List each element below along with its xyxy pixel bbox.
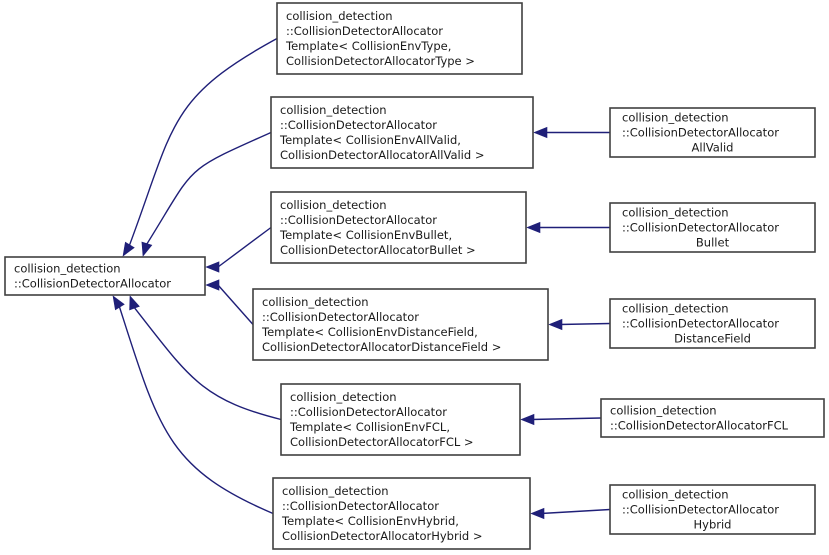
node-box-allocator-distancefield[interactable] [609,298,816,349]
edge-line [118,306,274,515]
node-label-line: ::CollisionDetectorAllocator [280,213,437,227]
node-label-line: collision_detection [262,295,369,309]
node-label-line: Template< CollisionEnvType, [285,39,451,53]
node-base[interactable]: collision_detection::CollisionDetectorAl… [4,256,206,296]
nodes-layer: collision_detection::CollisionDetectorAl… [4,2,825,550]
edge-tmpl-distancefield-to-base [205,279,254,325]
edge-line [133,306,282,421]
node-label-line: collision_detection [280,103,387,117]
node-label-line: collision_detection [622,488,729,502]
node-allocator-bullet[interactable]: collision_detection::CollisionDetectorAl… [609,202,816,253]
edge-line [530,417,602,421]
node-label-line: Bullet [696,236,730,250]
node-label-line: ::CollisionDetectorAllocator [282,499,439,513]
edge-line [558,322,611,326]
edge-arrowhead [122,241,135,257]
node-box-tmpl-distancefield[interactable] [252,288,549,361]
node-box-allocator-fcl[interactable] [600,398,825,438]
node-label-line: collision_detection [622,111,729,125]
edge-arrowhead [548,318,563,331]
node-box-tmpl-bullet[interactable] [270,191,527,264]
node-label-line: Template< CollisionEnvAllValid, [279,133,461,147]
node-label-line: CollisionDetectorAllocatorBullet > [280,243,476,257]
edge-allocator-allvalid-to-tmpl-allvalid [533,126,610,139]
node-box-tmpl-allvalid[interactable] [270,96,534,169]
node-label-line: CollisionDetectorAllocatorDistanceField … [262,340,501,354]
edge-arrowhead [520,413,535,426]
node-label-line: Template< CollisionEnvDistanceField, [261,325,478,339]
node-tmpl-allvalid[interactable]: collision_detection::CollisionDetectorAl… [270,96,534,169]
node-box-tmpl-fcl[interactable] [280,383,521,456]
node-label-line: ::CollisionDetectorAllocator [622,317,779,331]
edge-line [217,226,272,268]
node-label-line: ::CollisionDetectorAllocator [622,503,779,517]
edge-arrowhead [205,261,220,273]
node-box-allocator-allvalid[interactable] [609,107,816,158]
node-allocator-fcl[interactable]: collision_detection::CollisionDetectorAl… [600,398,825,438]
node-box-tmpl-hybrid[interactable] [272,477,531,550]
node-label-line: collision_detection [610,404,717,418]
node-label-line: ::CollisionDetectorAllocator [286,24,443,38]
node-allocator-distancefield[interactable]: collision_detection::CollisionDetectorAl… [609,298,816,349]
node-label-line: ::CollisionDetectorAllocator [262,310,419,324]
node-label-line: ::CollisionDetectorAllocator [622,126,779,140]
node-label-line: CollisionDetectorAllocatorType > [286,54,475,68]
edge-tmpl-allvalid-to-base [141,131,272,257]
node-label-line: ::CollisionDetectorAllocatorFCL [610,419,789,433]
node-allocator-allvalid[interactable]: collision_detection::CollisionDetectorAl… [609,107,816,158]
node-box-allocator-bullet[interactable] [609,202,816,253]
edge-arrowhead [533,126,548,139]
node-label-line: ::CollisionDetectorAllocator [280,118,437,132]
node-label-line: CollisionDetectorAllocatorAllValid > [280,148,484,162]
node-tmpl-distancefield[interactable]: collision_detection::CollisionDetectorAl… [252,288,549,361]
node-label-line: DistanceField [674,332,751,346]
node-label-line: AllValid [692,141,734,155]
node-label-line: CollisionDetectorAllocatorFCL > [290,435,474,449]
edge-arrowhead [141,241,153,257]
node-allocator-hybrid[interactable]: collision_detection::CollisionDetectorAl… [609,484,816,535]
edge-arrowhead [112,295,125,311]
edge-line [145,131,272,245]
edge-arrowhead [530,507,545,520]
node-label-line: collision_detection [14,262,121,276]
node-label-line: collision_detection [622,206,729,220]
edge-line [128,37,278,247]
edge-tmpl-fcl-to-base [129,295,282,421]
edge-tmpl-bullet-to-base [205,226,272,273]
edge-arrowhead [205,279,220,291]
node-label-line: collision_detection [286,9,393,23]
edge-tmpl-hybrid-to-base [112,295,274,515]
node-label-line: Hybrid [694,518,732,532]
edge-allocator-bullet-to-tmpl-bullet [526,221,610,234]
node-box-allocator-hybrid[interactable] [609,484,816,535]
node-box-base[interactable] [4,256,206,296]
edge-allocator-hybrid-to-tmpl-hybrid [530,507,611,520]
node-label-line: Template< CollisionEnvBullet, [279,228,452,242]
edges-layer [112,37,611,520]
node-label-line: collision_detection [622,302,729,316]
node-label-line: ::CollisionDetectorAllocator [622,221,779,235]
node-tmpl-fcl[interactable]: collision_detection::CollisionDetectorAl… [280,383,521,456]
node-label-line: CollisionDetectorAllocatorHybrid > [282,529,482,543]
node-box-tmpl-type[interactable] [276,2,523,75]
edge-tmpl-type-to-base [122,37,278,257]
node-tmpl-type[interactable]: collision_detection::CollisionDetectorAl… [276,2,523,75]
node-label-line: collision_detection [282,484,389,498]
node-tmpl-hybrid[interactable]: collision_detection::CollisionDetectorAl… [272,477,531,550]
node-label-line: collision_detection [290,390,397,404]
edge-line [217,284,254,325]
edge-allocator-fcl-to-tmpl-fcl [520,413,602,426]
edge-line [540,508,611,515]
node-label-line: ::CollisionDetectorAllocator [290,405,447,419]
node-label-line: Template< CollisionEnvFCL, [289,420,450,434]
node-label-line: collision_detection [280,198,387,212]
node-label-line: Template< CollisionEnvHybrid, [281,514,459,528]
edge-arrowhead [526,221,541,234]
edge-allocator-distancefield-to-tmpl-distancefield [548,318,611,331]
node-tmpl-bullet[interactable]: collision_detection::CollisionDetectorAl… [270,191,527,264]
edge-arrowhead [129,295,140,311]
node-label-line: ::CollisionDetectorAllocator [14,277,171,291]
